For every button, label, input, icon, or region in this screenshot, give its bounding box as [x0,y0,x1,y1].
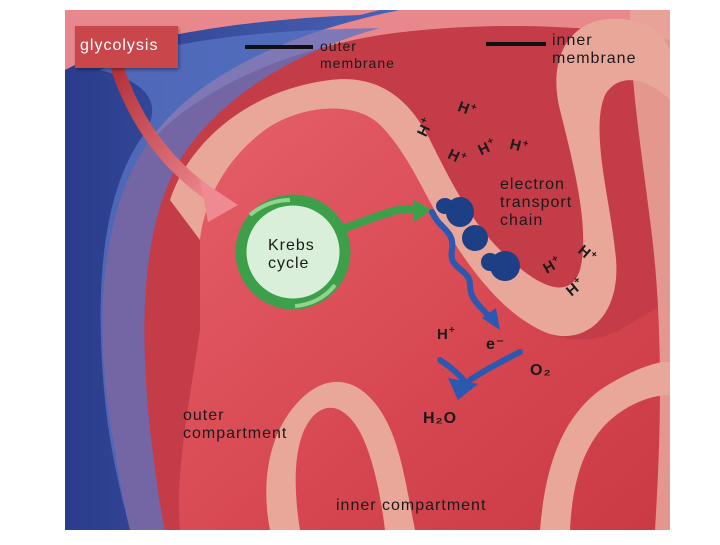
electron-label: e⁻ [486,336,505,354]
water-label: H₂O [423,410,457,428]
oxygen-label: O₂ [530,362,552,380]
krebs-cycle-label: Krebs cycle [268,237,315,273]
inner-compartment-label: inner compartment [336,497,486,515]
inner-membrane-label: inner membrane [552,32,636,68]
glycolysis-label: glycolysis [80,37,158,55]
h-plus-ion: H+ [437,325,456,343]
outer-membrane-label: outer membrane [320,38,395,72]
outer-compartment-label: outer compartment [183,407,287,443]
electron-transport-chain-label: electron transport chain [500,176,572,230]
